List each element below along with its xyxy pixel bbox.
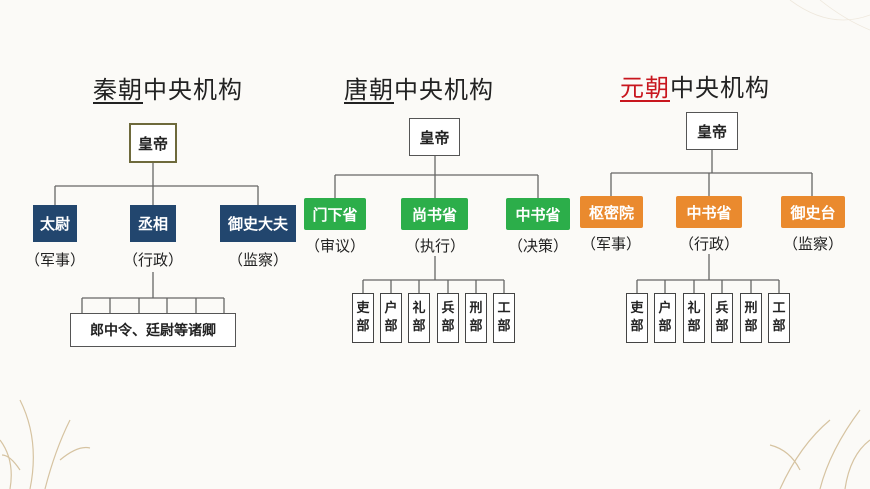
tang-emperor-box: 皇帝	[409, 118, 460, 156]
qin-chancellor-box: 丞相	[130, 205, 176, 242]
yuan-zhongshu-role: （行政）	[678, 235, 739, 253]
yuan-title-rest: 中央机构	[670, 74, 770, 102]
tang-ministry-personnel: 吏部	[352, 293, 374, 343]
qin-title: 秦朝中央机构	[93, 70, 243, 105]
tang-ministry-justice: 刑部	[465, 293, 487, 343]
yuan-title-dynasty: 元朝	[620, 74, 670, 102]
yuan-censorate-role: （监察）	[782, 235, 843, 253]
qin-taiwei-box: 太尉	[33, 205, 77, 242]
yuan-ministry-works: 工部	[768, 293, 790, 343]
tang-ministry-revenue: 户部	[380, 293, 402, 343]
yuan-censorate-box: 御史台	[781, 196, 845, 228]
yuan-title: 元朝中央机构	[620, 68, 770, 103]
qin-title-dynasty: 秦朝	[93, 76, 143, 104]
qin-title-rest: 中央机构	[143, 76, 243, 104]
yuan-ministry-personnel: 吏部	[626, 293, 648, 343]
tang-title: 唐朝中央机构	[344, 70, 494, 105]
tang-shangshu-box: 尚书省	[401, 198, 468, 230]
yuan-shumi-box: 枢密院	[580, 196, 643, 228]
tang-menxia-box: 门下省	[304, 198, 366, 230]
tang-title-dynasty: 唐朝	[344, 76, 394, 104]
yuan-ministry-rites: 礼部	[683, 293, 705, 343]
qin-taiwei-role: （军事）	[24, 251, 85, 269]
qin-censor-role: （监察）	[227, 251, 288, 269]
tang-shangshu-role: （执行）	[404, 237, 465, 255]
qin-emperor-box: 皇帝	[129, 123, 177, 163]
yuan-shumi-role: （军事）	[580, 235, 641, 253]
tang-zhongshu-role: （决策）	[507, 237, 568, 255]
yuan-emperor-box: 皇帝	[686, 112, 738, 150]
qin-ministers-box: 郎中令、廷尉等诸卿	[70, 313, 236, 347]
yuan-ministry-revenue: 户部	[654, 293, 676, 343]
yuan-ministry-war: 兵部	[711, 293, 733, 343]
tang-zhongshu-box: 中书省	[506, 198, 570, 230]
tang-ministry-works: 工部	[493, 293, 515, 343]
tang-menxia-role: （审议）	[304, 237, 365, 255]
qin-censor-box: 御史大夫	[220, 205, 296, 242]
yuan-zhongshu-box: 中书省	[676, 196, 742, 228]
tang-ministry-rites: 礼部	[408, 293, 430, 343]
qin-chancellor-role: （行政）	[122, 251, 183, 269]
yuan-ministry-justice: 刑部	[740, 293, 762, 343]
tang-ministry-war: 兵部	[437, 293, 459, 343]
tang-title-rest: 中央机构	[394, 76, 494, 104]
